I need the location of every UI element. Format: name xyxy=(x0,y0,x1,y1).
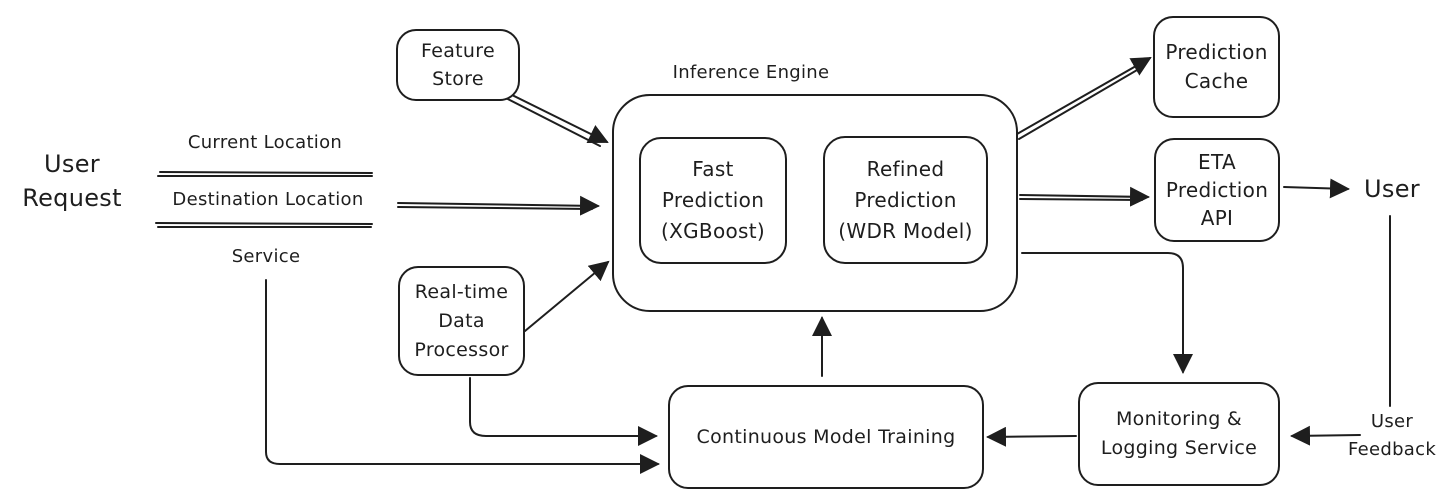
input-separator-line xyxy=(159,171,373,174)
arrow-service-to-training xyxy=(265,279,660,474)
feature-store-box: Feature Store xyxy=(396,29,520,101)
user-request-label: User Request xyxy=(22,150,122,212)
fast-prediction-box: Fast Prediction (XGBoost) xyxy=(639,137,787,264)
current-location-label: Current Location xyxy=(187,132,343,153)
arrow-inference-to-eta-api xyxy=(1019,186,1150,207)
arrow-inference-to-monitoring xyxy=(1021,252,1193,374)
prediction-cache-box: Prediction Cache xyxy=(1153,16,1280,118)
service-label: Service xyxy=(231,246,301,267)
arrow-realtime-to-inference xyxy=(524,260,610,332)
input-separator-line xyxy=(155,222,373,225)
arrow-realtime-to-training xyxy=(469,377,658,446)
arrow-inputs-to-inference-double xyxy=(397,206,593,210)
arrow-monitoring-to-training xyxy=(986,426,1077,447)
arrow-feature-store-to-inference-double xyxy=(493,91,601,147)
arrow-feature-store-to-inference xyxy=(497,87,609,143)
arrow-inference-to-eta-api-double xyxy=(1019,198,1143,201)
arrow-eta-api-to-user xyxy=(1283,178,1350,199)
refined-prediction-box: Refined Prediction (WDR Model) xyxy=(823,136,988,264)
realtime-data-processor-box: Real-time Data Processor xyxy=(398,266,525,376)
arrow-inference-to-cache xyxy=(1016,57,1152,135)
arrow-inference-to-cache-double xyxy=(1018,65,1145,140)
user-label: User xyxy=(1364,175,1420,203)
arrow-feedback-to-monitoring xyxy=(1290,425,1361,446)
arrow-inputs-to-inference xyxy=(397,195,600,216)
user-feedback-label: User Feedback xyxy=(1347,411,1437,460)
destination-location-label: Destination Location xyxy=(172,189,364,210)
continuous-model-training-box: Continuous Model Training xyxy=(668,385,984,489)
eta-prediction-api-box: ETA Prediction API xyxy=(1154,138,1280,242)
inference-engine-title: Inference Engine xyxy=(672,62,830,83)
monitoring-logging-service-box: Monitoring & Logging Service xyxy=(1078,382,1280,486)
